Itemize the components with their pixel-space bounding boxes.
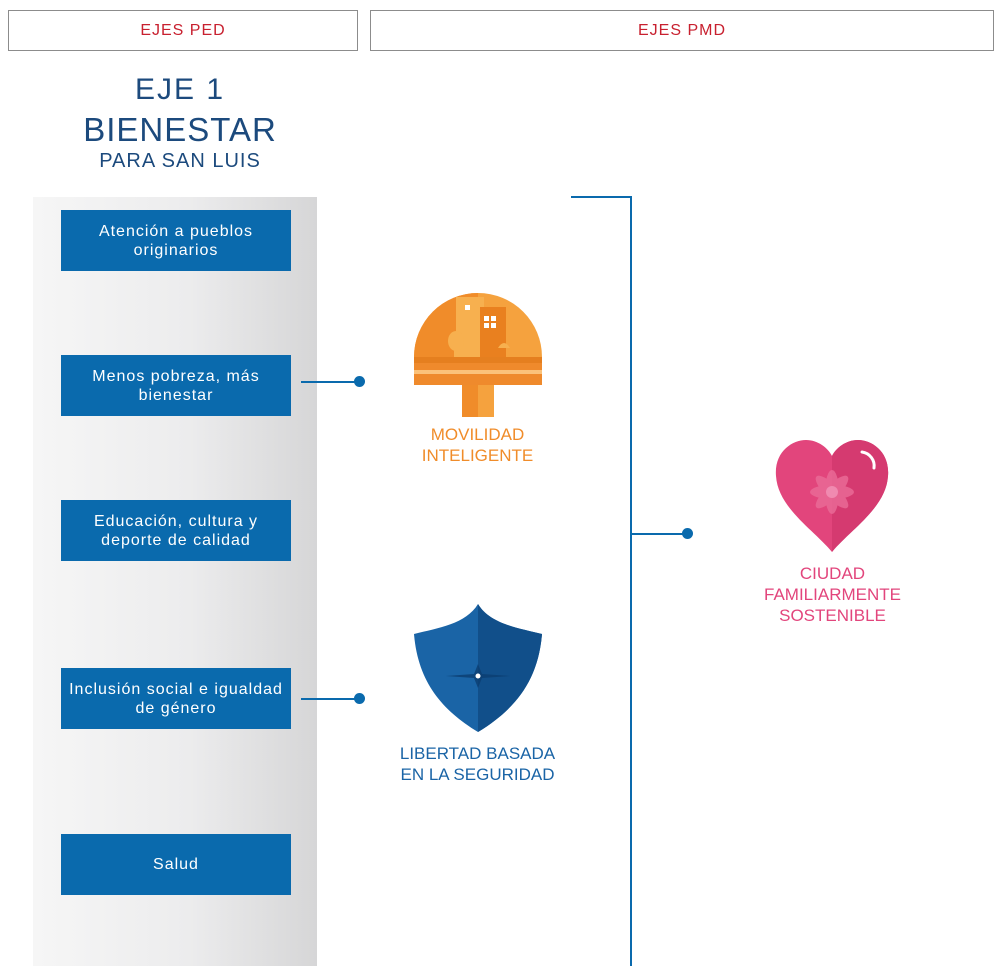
header-ped-label: EJES PED <box>140 21 226 39</box>
eje-name: BIENESTAR <box>83 111 277 148</box>
pmd-label-ciudad: CIUDAD FAMILIARMENTE SOSTENIBLE <box>740 563 925 626</box>
pmd-ciudad-line1: CIUDAD <box>799 564 866 583</box>
pmd-ciudad-line2: FAMILIARMENTE <box>764 585 901 604</box>
eje-number: EJE 1 <box>134 73 226 106</box>
ped-panel: Atención a pueblos originarios Menos pob… <box>33 197 317 966</box>
connector-dot-ciudad <box>682 528 693 539</box>
bracket-vertical <box>630 196 632 966</box>
pmd-ciudad-line3: SOSTENIBLE <box>779 606 886 625</box>
city-road-icon <box>414 293 542 417</box>
pmd-seguridad-line1: LIBERTAD BASADA <box>399 744 556 763</box>
header-ejes-ped: EJES PED <box>8 10 358 51</box>
ped-item-pueblos-originarios: Atención a pueblos originarios <box>61 210 291 271</box>
connector-dot-seguridad <box>354 693 365 704</box>
bracket-connector <box>630 533 686 535</box>
eje-subtitle: PARA SAN LUIS <box>99 150 261 172</box>
pmd-seguridad-line2: EN LA SEGURIDAD <box>400 765 555 784</box>
header-ejes-pmd: EJES PMD <box>370 10 994 51</box>
ped-item-inclusion-social: Inclusión social e igualdad de género <box>61 668 291 729</box>
ped-item-salud: Salud <box>61 834 291 895</box>
shield-icon <box>414 604 542 732</box>
connector-dot-movilidad <box>354 376 365 387</box>
pmd-label-seguridad: LIBERTAD BASADA EN LA SEGURIDAD <box>380 743 575 785</box>
pmd-movilidad-line1: MOVILIDAD <box>430 425 525 444</box>
connector-inclusion-seguridad <box>301 698 359 700</box>
bracket-top <box>571 196 632 198</box>
ped-item-menos-pobreza: Menos pobreza, más bienestar <box>61 355 291 416</box>
header-pmd-label: EJES PMD <box>637 21 726 39</box>
ped-item-educacion: Educación, cultura y deporte de calidad <box>61 500 291 561</box>
connector-pobreza-movilidad <box>301 381 359 383</box>
heart-icon <box>775 440 889 552</box>
pmd-movilidad-line2: INTELIGENTE <box>421 446 534 465</box>
pmd-label-movilidad: MOVILIDAD INTELIGENTE <box>395 424 560 466</box>
